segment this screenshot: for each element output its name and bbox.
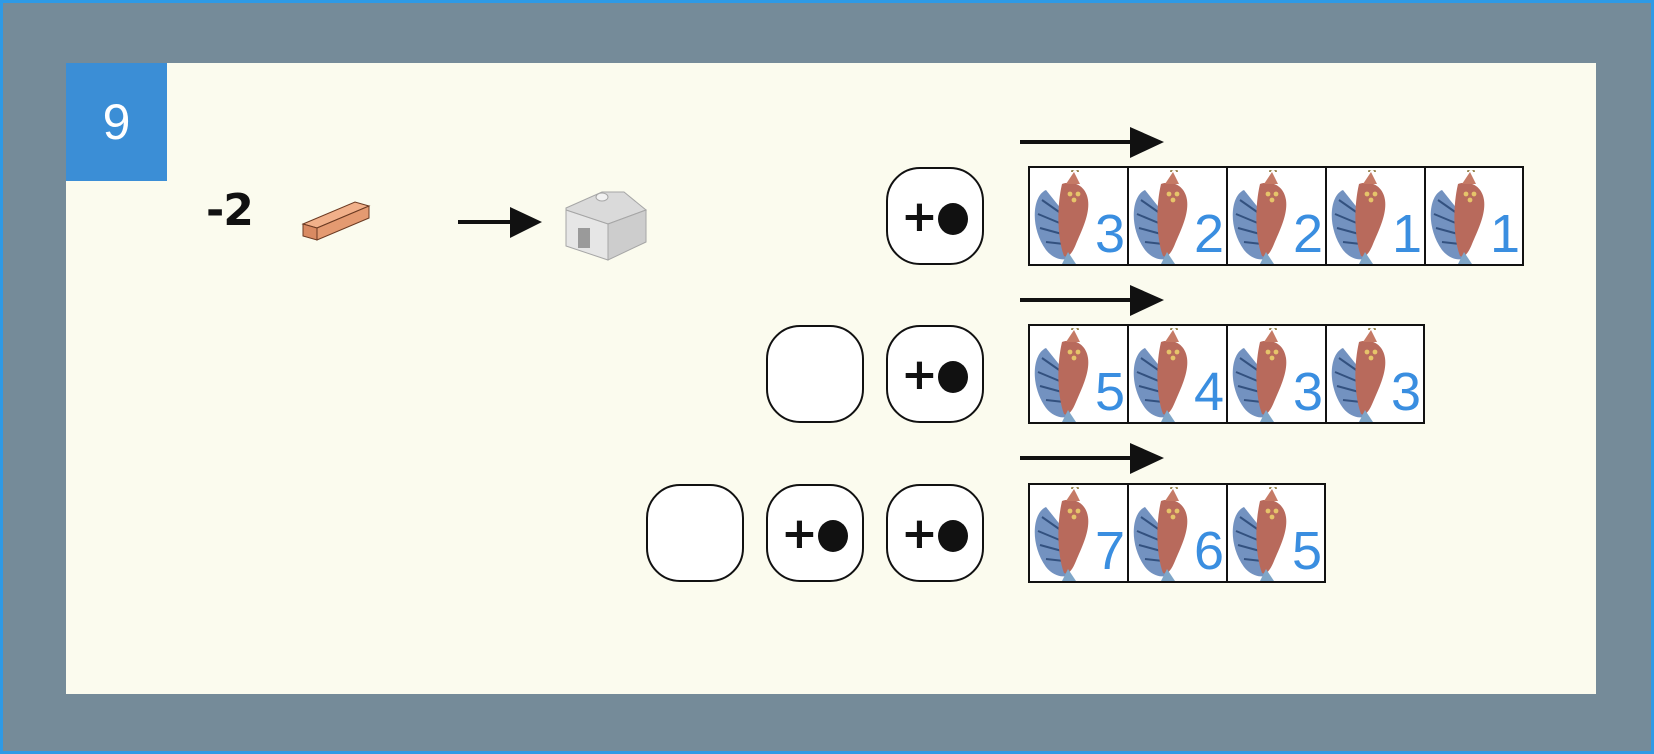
- value-track: 7 6 5: [1028, 483, 1326, 583]
- track-cell[interactable]: 1: [1426, 168, 1522, 264]
- token-dot-icon: [938, 520, 968, 552]
- token-dot-icon: [938, 361, 968, 393]
- plus-sign: +: [901, 191, 938, 242]
- track-value: 4: [1193, 362, 1224, 422]
- direction-arrow-icon: [1020, 443, 1164, 474]
- add-token-button[interactable]: +: [886, 484, 984, 582]
- house-icon: [565, 191, 647, 261]
- track-value: 2: [1193, 204, 1224, 264]
- track-cell[interactable]: 5: [1030, 326, 1129, 422]
- fish-monster-icon: [1034, 328, 1089, 422]
- fish-monster-icon: [1331, 170, 1386, 264]
- fish-monster-icon: [1232, 170, 1287, 264]
- token-dot-icon: [818, 520, 848, 552]
- cost-text: -2: [206, 185, 254, 236]
- fish-monster-icon: [1133, 328, 1188, 422]
- plus-sign: +: [781, 508, 818, 559]
- track-value: 1: [1489, 204, 1520, 264]
- fish-monster-icon: [1034, 487, 1089, 581]
- card-number-badge: 9: [66, 63, 167, 181]
- plus-sign: +: [901, 508, 938, 559]
- add-token-button[interactable]: +: [766, 484, 864, 582]
- add-token-button[interactable]: +: [886, 325, 984, 423]
- direction-arrow-icon: [1020, 127, 1164, 158]
- track-cell[interactable]: 3: [1228, 326, 1327, 422]
- token-dot-icon: [938, 203, 968, 235]
- fish-monster-icon: [1430, 170, 1485, 264]
- track-value: 7: [1094, 521, 1125, 581]
- empty-slot-button[interactable]: [646, 484, 744, 582]
- track-cell[interactable]: 6: [1129, 485, 1228, 581]
- track-cell[interactable]: 5: [1228, 485, 1324, 581]
- track-value: 2: [1292, 204, 1323, 264]
- direction-arrow-icon: [1020, 285, 1164, 316]
- track-cell[interactable]: 4: [1129, 326, 1228, 422]
- fish-monster-icon: [1133, 170, 1188, 264]
- fish-monster-icon: [1331, 328, 1386, 422]
- value-track: 5 4 3 3: [1028, 324, 1425, 424]
- value-track: 3 2 2 1 1: [1028, 166, 1524, 266]
- add-token-button[interactable]: +: [886, 167, 984, 265]
- fish-monster-icon: [1133, 487, 1188, 581]
- track-value: 1: [1391, 204, 1422, 264]
- arrow-right-icon: [458, 207, 542, 238]
- track-cell[interactable]: 7: [1030, 485, 1129, 581]
- fish-monster-icon: [1232, 328, 1287, 422]
- cost-rule: -2: [206, 175, 647, 265]
- fish-monster-icon: [1232, 487, 1287, 581]
- track-cell[interactable]: 2: [1228, 168, 1327, 264]
- track-value: 3: [1390, 362, 1421, 422]
- track-cell[interactable]: 1: [1327, 168, 1426, 264]
- fish-monster-icon: [1034, 170, 1089, 264]
- empty-slot-button[interactable]: [766, 325, 864, 423]
- wood-plank-icon: [301, 201, 371, 241]
- card: 9 -2 +3 2 2 1 1 +5 4 3 3 + +7 6 5: [66, 63, 1596, 694]
- track-value: 3: [1094, 204, 1125, 264]
- track-value: 6: [1193, 521, 1224, 581]
- track-value: 5: [1291, 521, 1322, 581]
- track-cell[interactable]: 3: [1030, 168, 1129, 264]
- plus-sign: +: [901, 349, 938, 400]
- track-value: 5: [1094, 362, 1125, 422]
- track-value: 3: [1292, 362, 1323, 422]
- track-cell[interactable]: 2: [1129, 168, 1228, 264]
- track-cell[interactable]: 3: [1327, 326, 1423, 422]
